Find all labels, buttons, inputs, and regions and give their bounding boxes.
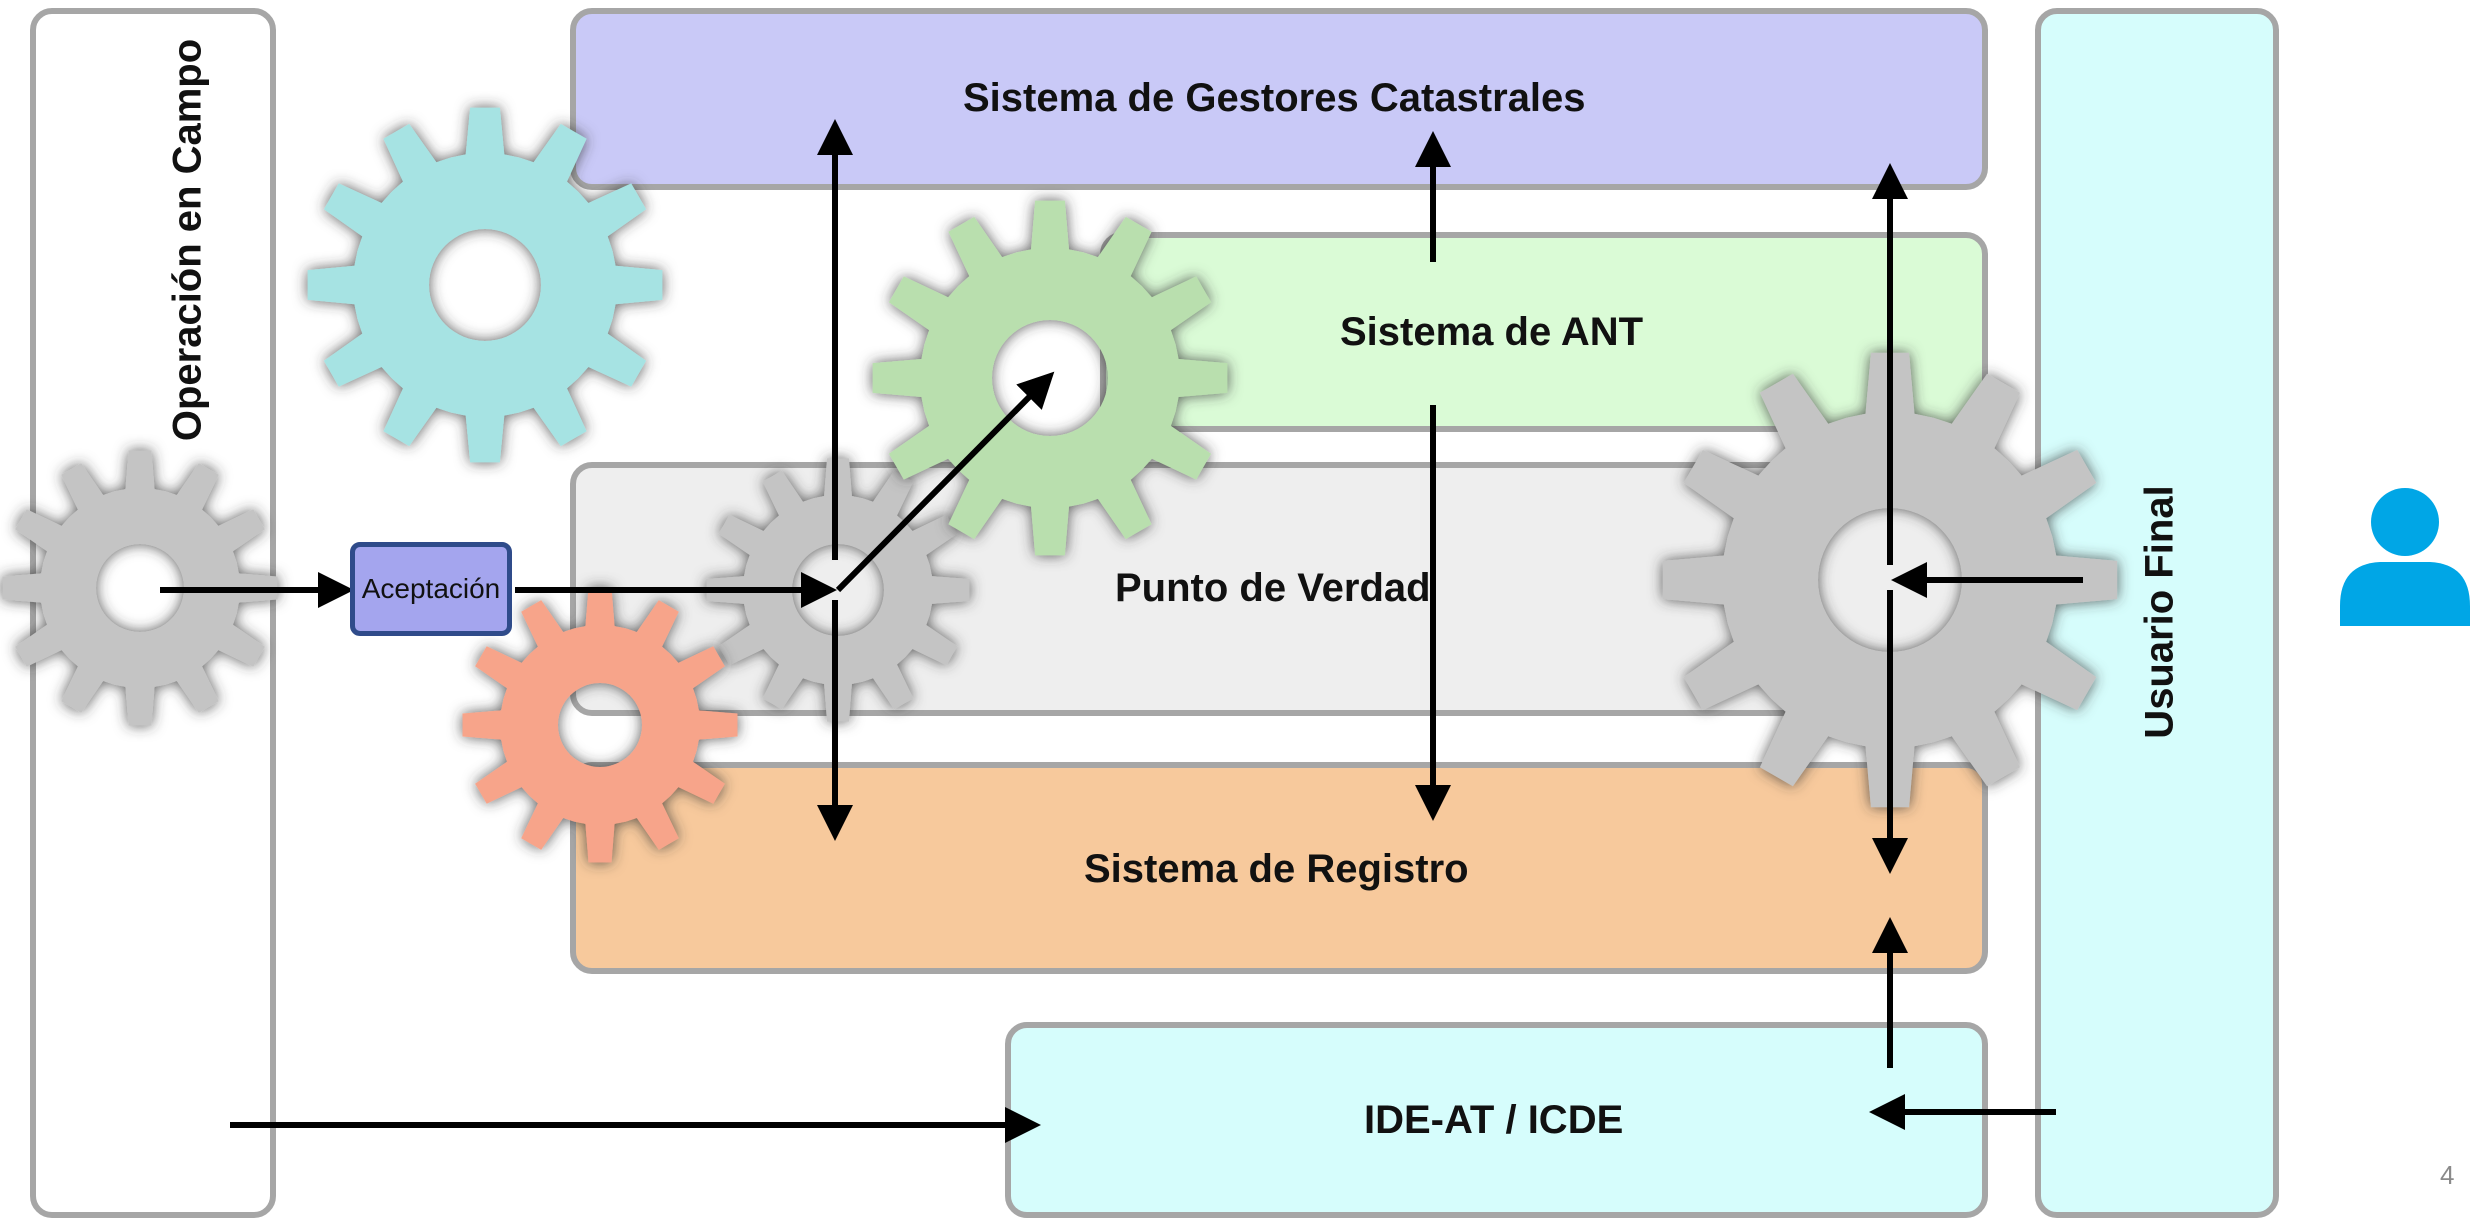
gear-icon [1662,352,2118,808]
aceptacion-label: Aceptación [361,573,501,604]
gestores-label: Sistema de Gestores Catastrales [963,76,1586,120]
registro-box [570,762,1988,974]
gestores-catastrales-box [570,8,1988,190]
arrow [835,371,1055,593]
ide-label: IDE-AT / ICDE [1364,1098,1624,1142]
slide-number: 4 [2440,1160,2455,1190]
aceptacion-box: Aceptación [350,542,512,636]
verdad-label: Punto de Verdad [1115,566,1431,610]
gear-icon [307,107,663,463]
ant-label: Sistema de ANT [1340,310,1644,354]
ant-box [1100,232,1988,432]
operacion-en-campo-label: Operación en Campo [165,38,210,442]
gear-icon [2,450,278,726]
user-icon [2340,488,2470,626]
gear-icon [462,587,738,863]
registro-label: Sistema de Registro [1084,847,1469,891]
usuario-final-label: Usuario Final [2137,485,2182,739]
